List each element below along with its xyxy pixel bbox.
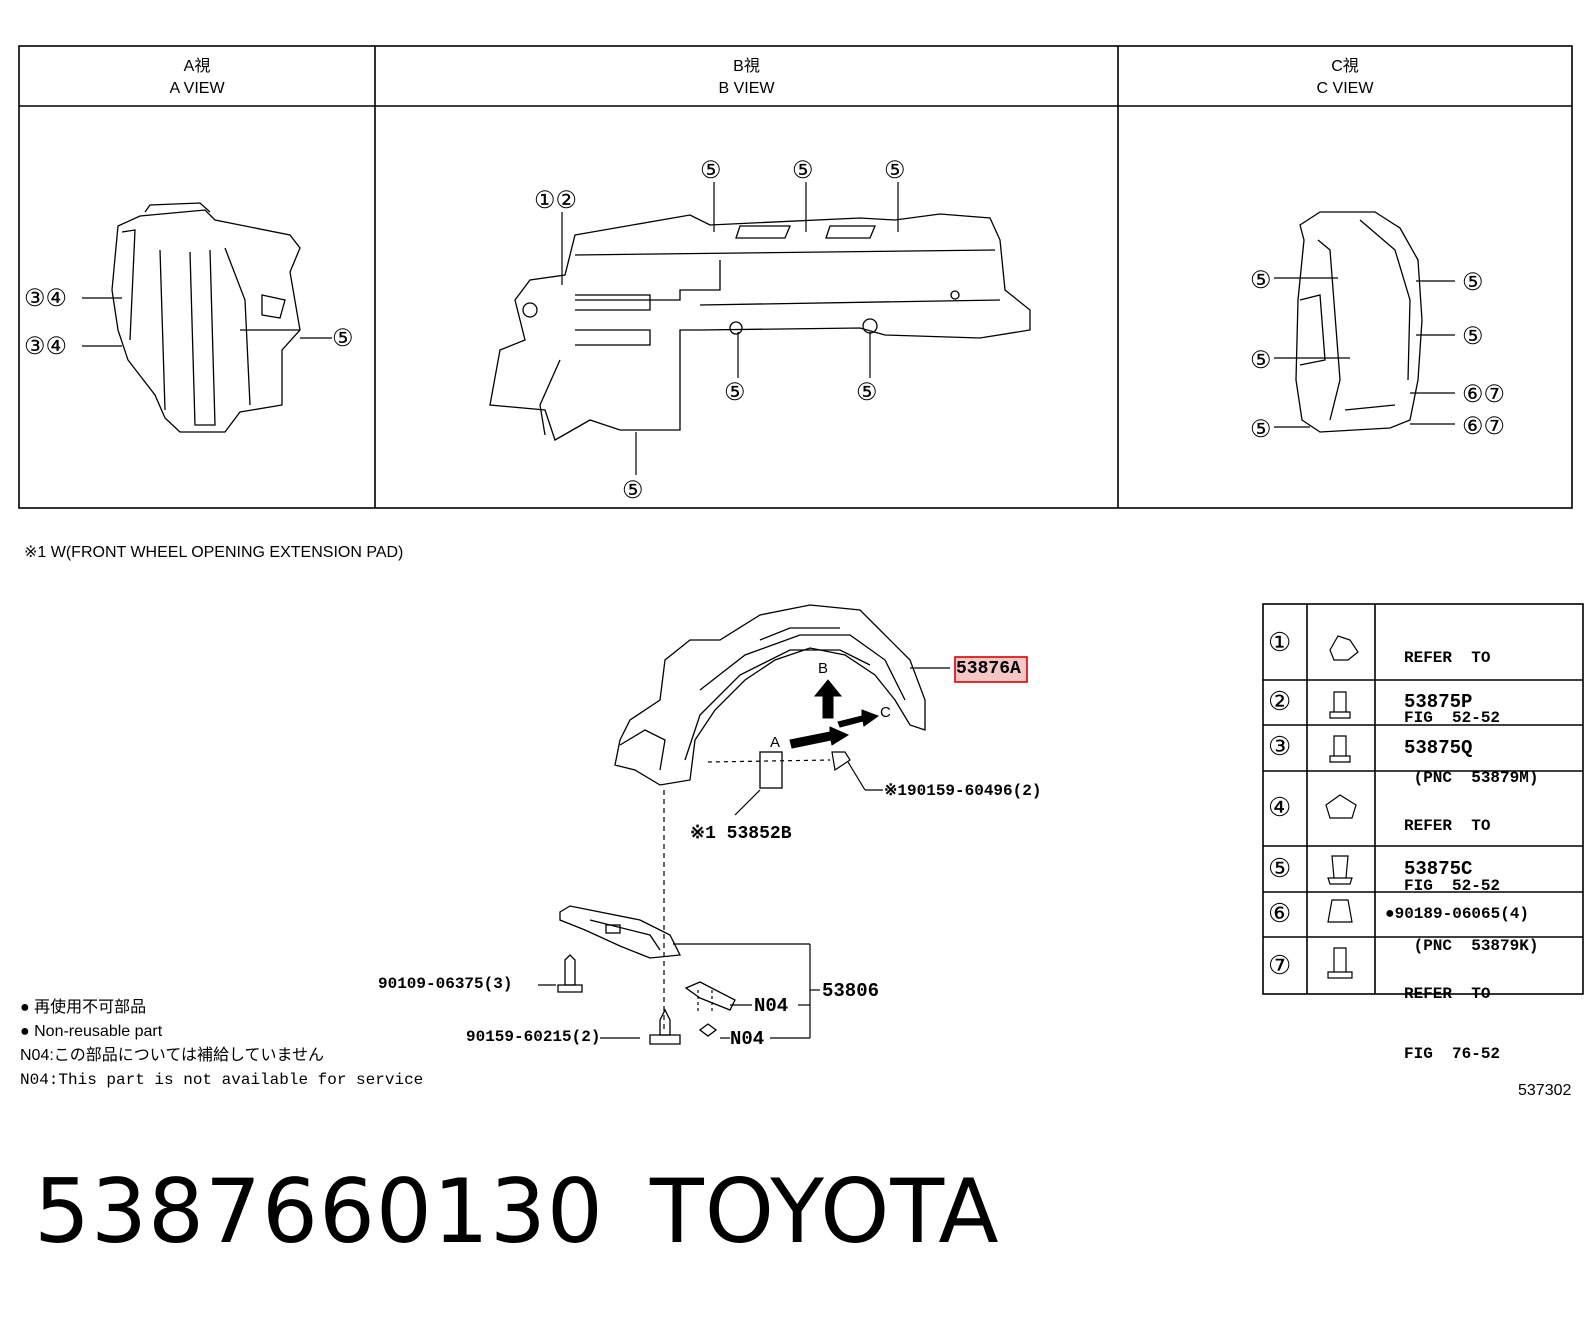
view-c-en: C VIEW — [1316, 80, 1374, 97]
view-b-jp: B視 — [733, 58, 760, 75]
highlight-box — [954, 656, 1028, 683]
callout-b-5-bottom3: ⑤ — [622, 477, 644, 504]
view-header-a: A視 A VIEW — [19, 56, 375, 100]
part-label-53876a[interactable]: 53876A — [956, 659, 1021, 679]
table-part-6[interactable]: ●90189-06065(4) — [1385, 905, 1530, 923]
table-num-5: ⑤ — [1268, 853, 1292, 883]
legend-jp-nonreusable: ● 再使用不可部品 — [20, 999, 147, 1016]
callout-c-5-left3: ⑤ — [1250, 416, 1272, 443]
table-ref-7-line2: FIG 76-52 — [1404, 1045, 1501, 1063]
table-ref-1-line2: FIG 52-52 — [1404, 709, 1501, 727]
view-arrows — [789, 679, 880, 749]
table-num-3: ③ — [1268, 731, 1292, 761]
table-part-icons — [1325, 635, 1359, 979]
table-ref-4-line1: REFER TO — [1404, 817, 1491, 835]
table-ref-4-line3: (PNC 53879K) — [1404, 937, 1539, 955]
part-label-n04-upper[interactable]: N04 — [754, 995, 789, 1017]
a-view-part — [111, 202, 301, 433]
table-num-2: ② — [1268, 686, 1292, 716]
table-ref-1-line1: REFER TO — [1404, 649, 1491, 667]
callout-b-5-top1: ⑤ — [700, 157, 722, 184]
callout-c-5-left2: ⑤ — [1250, 347, 1272, 374]
c-view-part — [1295, 211, 1423, 433]
view-c-jp: C視 — [1331, 58, 1359, 75]
part-label-assy[interactable]: 53806 — [822, 980, 880, 1002]
table-ref-1-line3: (PNC 53879M) — [1404, 769, 1539, 787]
brand-title: TOYOTA — [650, 1160, 1000, 1263]
table-ref-4-line2: FIG 52-52 — [1404, 877, 1501, 895]
table-part-5[interactable]: 53875C — [1404, 858, 1473, 880]
callout-c-67-lower: ⑥⑦ — [1462, 413, 1506, 440]
arrow-label-b: B — [818, 660, 829, 677]
table-ref-7: REFER TO FIG 76-52 — [1404, 944, 1500, 1104]
callout-b-12: ①② — [534, 187, 578, 214]
table-num-4: ④ — [1268, 792, 1292, 822]
figure-code: 537302 — [1518, 1082, 1572, 1099]
callout-c-5-right1: ⑤ — [1462, 269, 1484, 296]
part-label-bolt[interactable]: 90109-06375(3) — [378, 975, 513, 993]
callout-c-5-right2: ⑤ — [1462, 323, 1484, 350]
table-ref-1: REFER TO FIG 52-52 (PNC 53879M) — [1404, 608, 1538, 828]
arrow-label-c: C — [880, 704, 891, 721]
part-number-title: 5387660130 — [34, 1160, 604, 1263]
callout-b-5-top2: ⑤ — [792, 157, 814, 184]
part-label-screw-top[interactable]: ※190159-60496(2) — [884, 782, 1042, 800]
table-num-6: ⑥ — [1268, 898, 1292, 928]
table-ref-7-line1: REFER TO — [1404, 985, 1491, 1003]
view-b-en: B VIEW — [718, 80, 775, 97]
views-frame — [18, 45, 1573, 509]
callout-a-34-lower: ③④ — [24, 333, 68, 360]
under-bracket-drawing — [557, 905, 736, 1045]
callout-c-5-left1: ⑤ — [1250, 267, 1272, 294]
legend-en-nonreusable: ● Non-reusable part — [20, 1023, 163, 1040]
callout-a-34-upper: ③④ — [24, 285, 68, 312]
arrow-label-a: A — [770, 734, 781, 751]
legend: ● 再使用不可部品 ● Non-reusable part N04:この部品につ… — [20, 996, 423, 1092]
part-label-n04-lower[interactable]: N04 — [730, 1028, 765, 1050]
callout-b-5-bottom2: ⑤ — [856, 379, 878, 406]
view-header-b: B視 B VIEW — [375, 56, 1118, 100]
callout-c-67-upper: ⑥⑦ — [1462, 381, 1506, 408]
part-label-pad[interactable]: ※1 53852B — [690, 824, 792, 844]
fender-liner-drawing — [614, 604, 926, 789]
callout-b-5-top3: ⑤ — [884, 157, 906, 184]
table-part-2[interactable]: 53875P — [1404, 691, 1473, 713]
table-num-7: ⑦ — [1268, 950, 1292, 980]
callout-b-5-bottom1: ⑤ — [724, 379, 746, 406]
legend-en-n04: N04:This part is not available for servi… — [20, 1071, 424, 1089]
legend-jp-n04: N04:この部品については補給していません — [20, 1047, 325, 1064]
note-pad: ※1 W(FRONT WHEEL OPENING EXTENSION PAD) — [24, 544, 404, 561]
table-ref-4: REFER TO FIG 52-52 (PNC 53879K) — [1404, 776, 1538, 996]
part-label-screw[interactable]: 90159-60215(2) — [466, 1028, 601, 1046]
parts-table-grid — [1262, 603, 1584, 995]
callout-a-5: ⑤ — [332, 325, 354, 352]
table-part-3[interactable]: 53875Q — [1404, 737, 1473, 759]
view-a-jp: A視 — [183, 58, 211, 75]
table-num-1: ① — [1268, 627, 1292, 657]
b-view-part — [489, 213, 1031, 441]
view-header-c: C視 C VIEW — [1118, 56, 1572, 100]
view-a-en: A VIEW — [169, 80, 225, 97]
